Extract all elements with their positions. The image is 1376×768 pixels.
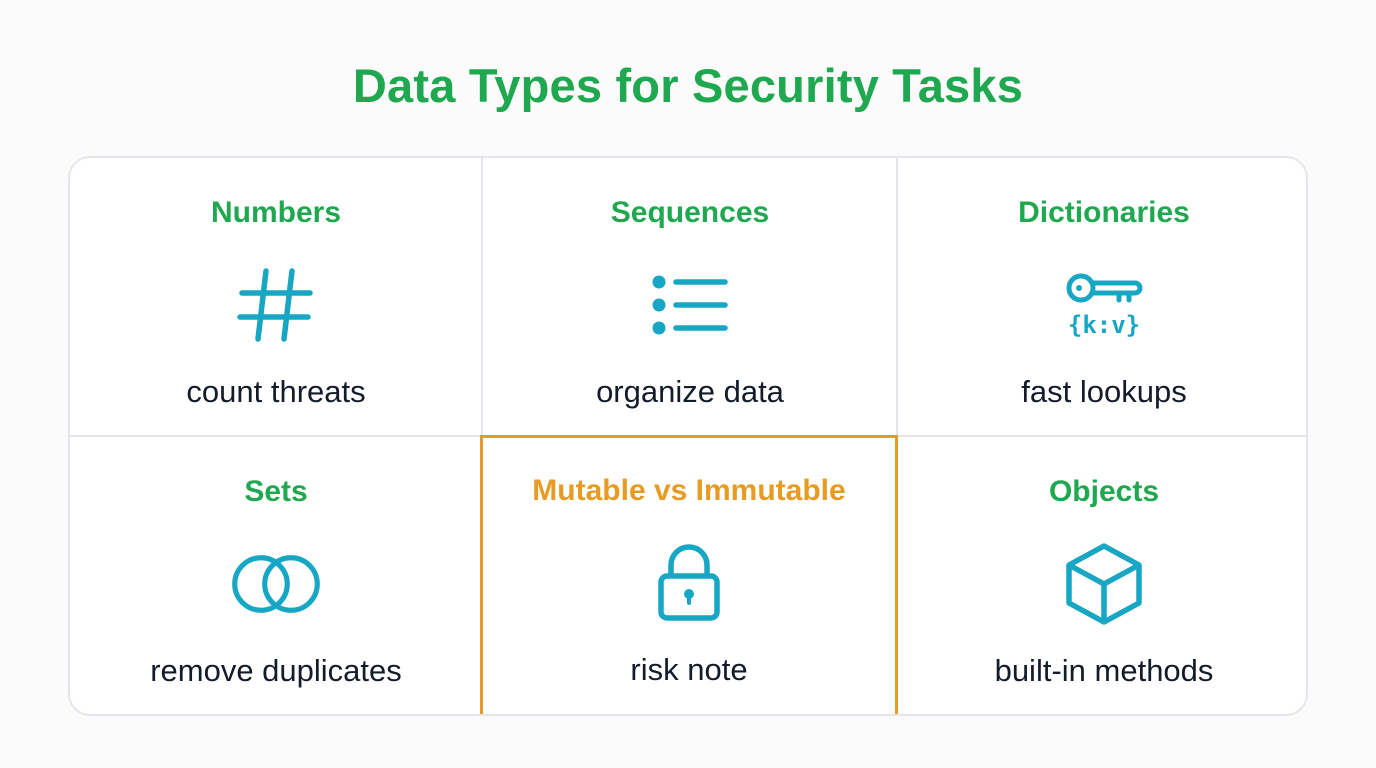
- card-dictionaries: Dictionaries {k:v} fast lookups: [898, 158, 1306, 436]
- card-sequences: Sequences organize data: [483, 158, 897, 436]
- card-description: count threats: [186, 374, 366, 409]
- card-heading: Mutable vs Immutable: [532, 474, 846, 507]
- card-heading: Sequences: [610, 196, 770, 229]
- hash-icon: [231, 260, 321, 350]
- lock-icon: [644, 538, 734, 628]
- card-heading: Numbers: [210, 196, 342, 229]
- card-heading: Sets: [244, 475, 308, 508]
- key-value-icon: {k:v}: [1059, 260, 1149, 350]
- card-description: fast lookups: [1021, 374, 1187, 409]
- card-mutable-vs-immutable: Mutable vs Immutable risk note: [480, 435, 898, 714]
- card-description: remove duplicates: [150, 653, 402, 688]
- key-value-label: {k:v}: [1067, 311, 1141, 339]
- list-icon: [645, 260, 735, 350]
- card-sets: Sets remove duplicates: [70, 437, 482, 714]
- card-heading: Dictionaries: [1018, 196, 1190, 229]
- card-objects: Objects built-in methods: [898, 437, 1306, 714]
- page-title: Data Types for Security Tasks: [352, 59, 1024, 112]
- card-description: organize data: [596, 374, 784, 409]
- card-heading: Objects: [1048, 475, 1160, 508]
- data-types-grid: Numbers count threats Sequences organize: [68, 156, 1308, 716]
- overlapping-circles-icon: [231, 539, 321, 629]
- cube-icon: [1059, 539, 1149, 629]
- card-description: built-in methods: [994, 653, 1214, 688]
- card-description: risk note: [630, 652, 748, 687]
- card-numbers: Numbers count threats: [70, 158, 482, 436]
